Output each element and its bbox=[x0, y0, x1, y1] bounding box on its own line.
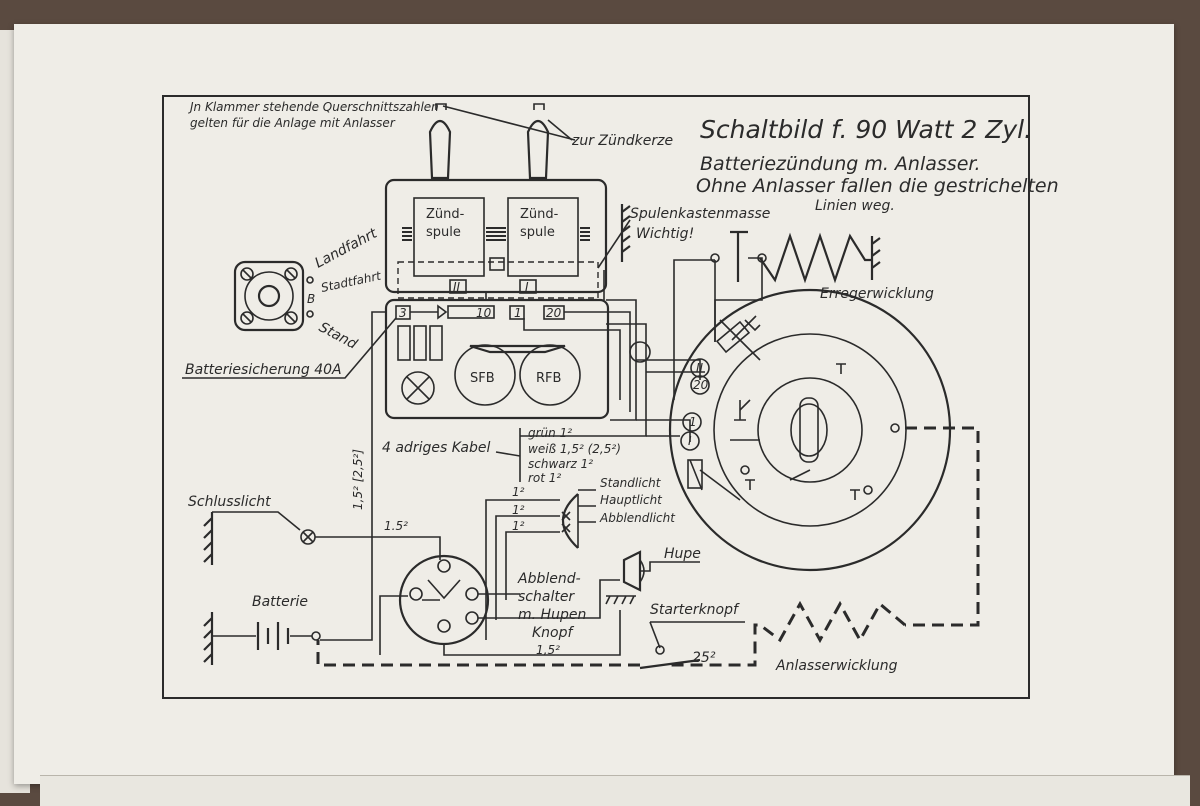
vertical-wire-label: 1,5² [2,5²] bbox=[351, 449, 365, 510]
ignition-coil-right bbox=[507, 197, 579, 277]
exciter-winding bbox=[710, 230, 881, 342]
coil-ground-symbol bbox=[620, 204, 631, 262]
hauptlicht-label: Hauptlicht bbox=[600, 493, 663, 507]
relay-armature bbox=[469, 344, 566, 354]
cable-red: rot 1² bbox=[528, 471, 561, 485]
starter-dashed-circuit bbox=[316, 426, 980, 667]
gen-terminal-II: II bbox=[696, 361, 704, 375]
coil-terminal-I: I bbox=[525, 280, 529, 294]
coil-box bbox=[384, 178, 608, 294]
coil-left-label-1: Zünd- bbox=[426, 207, 465, 222]
coil-dashed-bracket bbox=[397, 261, 599, 299]
regulator-box bbox=[384, 298, 610, 420]
gen-terminal-20: 20 bbox=[693, 378, 709, 392]
switch-stadtfahrt: Stadtfahrt bbox=[320, 268, 384, 295]
wire-1a: 1² bbox=[512, 485, 525, 499]
coil-terminal-II-box bbox=[449, 279, 467, 294]
generator bbox=[668, 288, 952, 572]
diode-symbol bbox=[410, 304, 448, 320]
dimmer-label-5: 1,5² bbox=[536, 643, 560, 657]
regulator-lamp-cross bbox=[406, 376, 430, 400]
light-switch bbox=[233, 260, 305, 332]
cable-black: schwarz 1² bbox=[528, 457, 593, 471]
resistor-10 bbox=[447, 305, 495, 319]
generator-terminals bbox=[680, 358, 710, 451]
dimmer-label-4: Knopf bbox=[532, 625, 575, 641]
batterie-label: Batterie bbox=[252, 594, 308, 610]
cable-label: 4 adriges Kabel bbox=[382, 440, 490, 456]
horn bbox=[605, 550, 700, 605]
wire-25-label: 25² bbox=[692, 650, 716, 666]
tail-light bbox=[203, 511, 441, 565]
coil-right-label-2: spule bbox=[520, 225, 555, 240]
diagram-frame bbox=[162, 95, 1030, 699]
coil-windings bbox=[402, 227, 590, 241]
wire-1c: 1² bbox=[512, 519, 525, 533]
wire-15-label: 1.5² bbox=[384, 519, 408, 533]
coil-terminal-II: II bbox=[453, 280, 461, 294]
dimmer-label-3: m. Hupen bbox=[518, 607, 586, 623]
harness-wires bbox=[320, 259, 716, 641]
coil-ground-leader bbox=[597, 219, 631, 269]
terminal-1-box bbox=[509, 305, 525, 320]
diagram-subtitle-2: Ohne Anlasser fallen die gestrichelten bbox=[696, 175, 1059, 197]
coil-ground-label-1: Spulenkastenmasse bbox=[630, 206, 770, 222]
switch-b: B bbox=[307, 292, 315, 306]
terminal-3: 3 bbox=[399, 306, 407, 320]
dimmer-label-2: schalter bbox=[518, 589, 575, 605]
fuse-leader bbox=[182, 317, 397, 379]
switch-contact-2 bbox=[306, 310, 314, 318]
switch-contact-1 bbox=[306, 276, 314, 284]
spark-plug-caps bbox=[428, 103, 550, 180]
note-line-1: Jn Klammer stehende Querschnittszahlen bbox=[188, 100, 439, 114]
exciter-label: Erregerwicklung bbox=[820, 286, 934, 302]
coil-ground-label-2: Wichtig! bbox=[636, 226, 694, 242]
spark-plug-leader bbox=[547, 119, 573, 141]
hupe-label: Hupe bbox=[664, 546, 701, 562]
terminal-1: 1 bbox=[514, 306, 522, 320]
starter-button-label: Starterknopf bbox=[650, 602, 740, 618]
switch-stand: Stand bbox=[316, 319, 360, 352]
fuse-label: Batteriesicherung 40A bbox=[185, 362, 342, 378]
gen-terminal-1: 1 bbox=[689, 415, 697, 429]
coil-right-label-1: Zünd- bbox=[520, 207, 559, 222]
cable-green: grün 1² bbox=[528, 426, 572, 440]
coil-left-label-2: spule bbox=[426, 225, 461, 240]
switch-landfahrt: Landfahrt bbox=[312, 225, 380, 271]
battery bbox=[203, 612, 321, 665]
ignition-coil-left bbox=[413, 197, 485, 277]
terminal-10: 10 bbox=[476, 306, 492, 320]
cable-leader bbox=[495, 451, 521, 457]
abblendlicht-label: Abblendlicht bbox=[599, 511, 676, 525]
diagram-subtitle-1: Batteriezündung m. Anlasser. bbox=[700, 153, 981, 175]
rfb-label: RFB bbox=[536, 371, 561, 386]
coil-center-terminal bbox=[489, 257, 505, 271]
headlight bbox=[561, 489, 596, 549]
terminal-20: 20 bbox=[546, 306, 562, 320]
gen-terminal-I: I bbox=[688, 434, 692, 448]
diagram-subtitle-3: Linien weg. bbox=[815, 198, 895, 214]
dimmer-label-1: Abblend- bbox=[517, 571, 581, 587]
wire-1b: 1² bbox=[512, 503, 525, 517]
dimmer-switch bbox=[379, 554, 621, 656]
starter-button bbox=[639, 621, 745, 670]
starter-winding-label: Anlasserwicklung bbox=[775, 658, 898, 674]
sfb-label: SFB bbox=[470, 371, 495, 386]
coil-terminal-I-box bbox=[519, 279, 537, 294]
note-leader bbox=[442, 105, 576, 141]
note-line-2: gelten für die Anlage mit Anlasser bbox=[190, 116, 396, 130]
regulator-plates bbox=[397, 325, 443, 361]
spark-plug-label: zur Zündkerze bbox=[571, 133, 673, 149]
standlicht-label: Standlicht bbox=[600, 476, 662, 490]
schlusslicht-label: Schlusslicht bbox=[188, 494, 271, 510]
regulator-lamp bbox=[401, 371, 435, 405]
diagram-title: Schaltbild f. 90 Watt 2 Zyl. bbox=[700, 115, 1032, 144]
cable-white: weiß 1,5² (2,5²) bbox=[528, 442, 621, 456]
